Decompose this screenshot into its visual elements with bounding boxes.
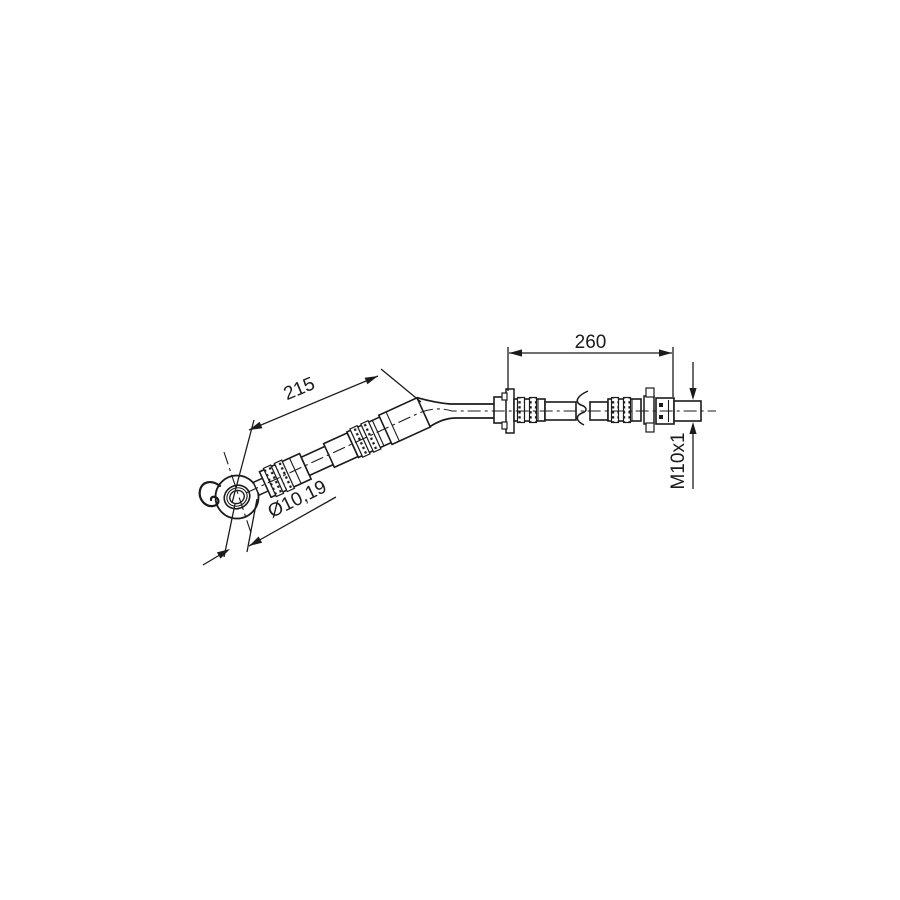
crimp-collar-2	[345, 415, 395, 459]
mounting-bracket-right	[643, 387, 655, 433]
diagonal-hose-assembly	[252, 396, 432, 499]
arrowhead	[364, 376, 378, 385]
dimension-thread: M10x1	[668, 362, 697, 490]
dimension-260: 260	[507, 332, 674, 397]
banjo-centerline	[223, 451, 253, 537]
dimension-label-260: 260	[575, 332, 607, 353]
banjo-bore	[223, 484, 251, 510]
dimension-line	[248, 375, 379, 431]
arrowhead	[689, 388, 697, 400]
leader-line	[248, 496, 337, 547]
hose-centerline	[245, 408, 716, 494]
arrowhead	[509, 349, 522, 357]
arrowhead	[216, 549, 230, 559]
arrowhead	[249, 421, 263, 430]
extension-line	[380, 368, 422, 403]
extension-line	[231, 419, 255, 504]
dimension-label-thread: M10x1	[668, 432, 689, 489]
arrowhead	[659, 349, 672, 357]
bend-tube	[416, 396, 494, 428]
arrowhead	[249, 536, 263, 546]
extension-line	[223, 503, 236, 558]
break-symbol	[576, 390, 589, 426]
extension-line	[246, 498, 258, 553]
crimp-collar-4	[607, 396, 642, 424]
crimp-collar-3	[513, 396, 546, 424]
elbow-socket	[377, 396, 432, 446]
arrowhead	[689, 422, 697, 434]
retaining-clip	[198, 480, 222, 508]
centerlines	[223, 408, 716, 537]
